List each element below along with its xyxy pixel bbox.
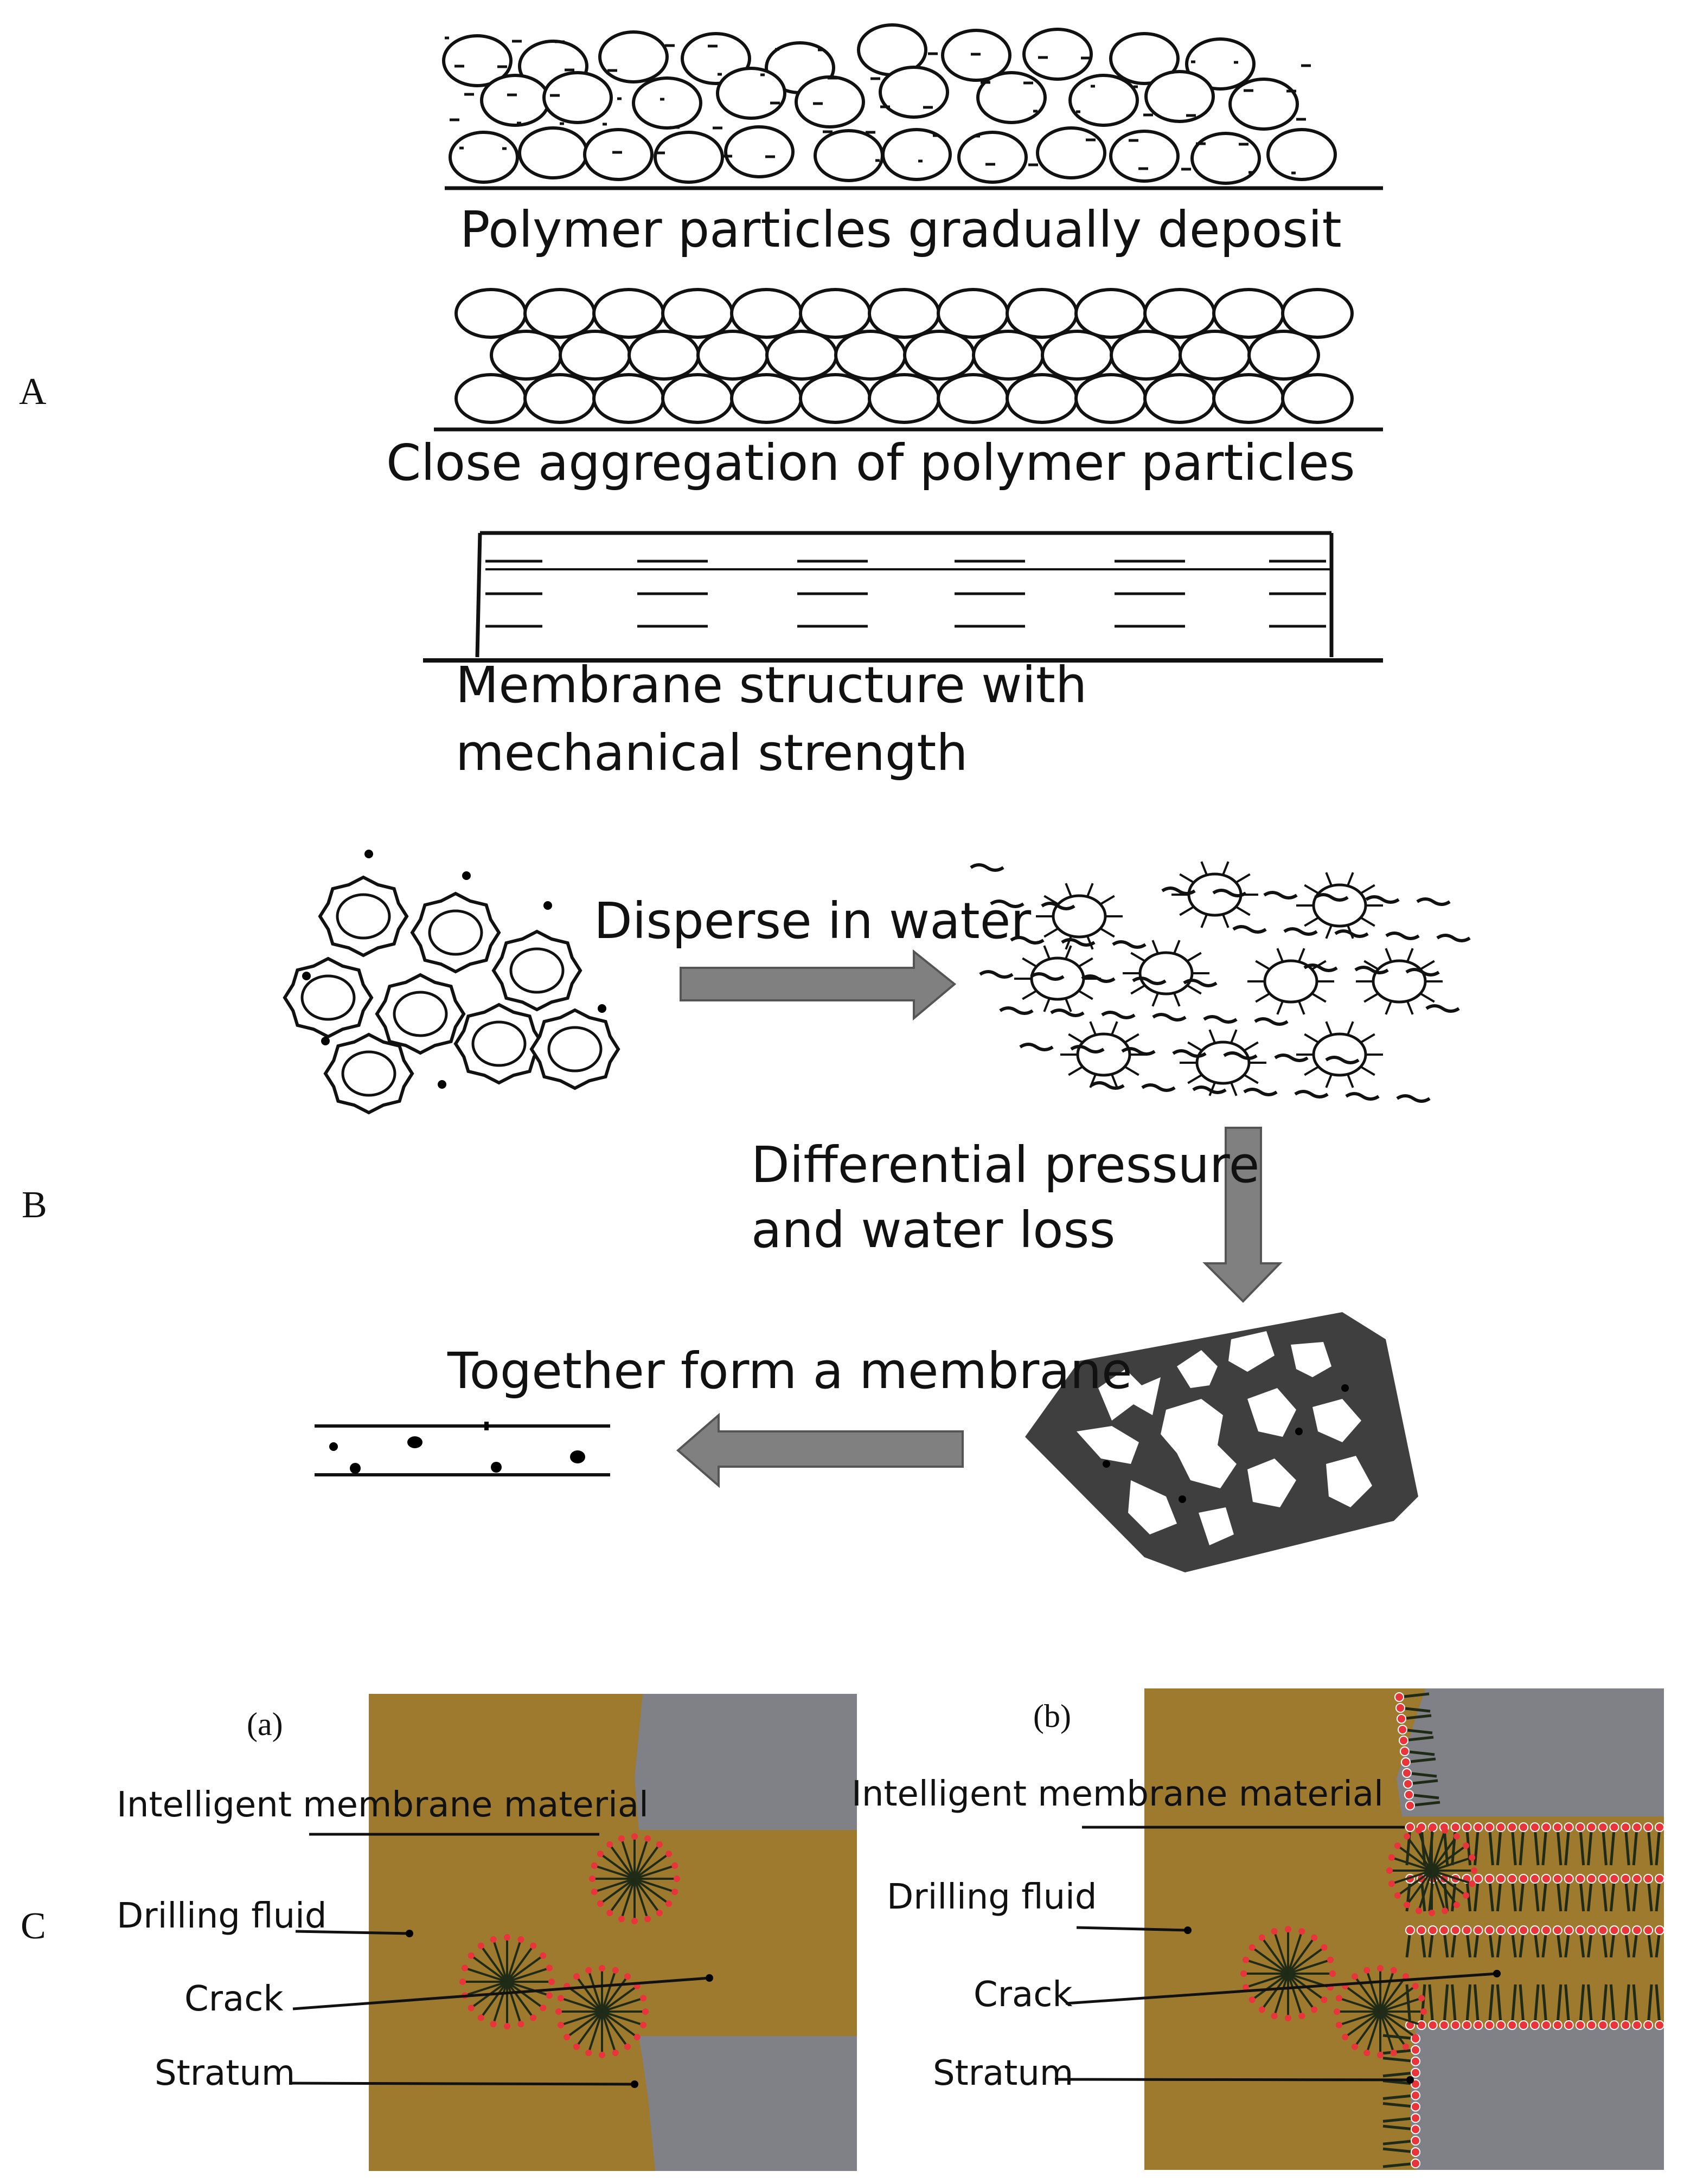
label-b-crack: Crack xyxy=(974,1975,1072,2015)
membrane-block xyxy=(475,531,1334,658)
deposit-caption: Polymer particles gradually deposit xyxy=(460,201,1342,259)
label-a-fluid: Drilling fluid xyxy=(117,1896,327,1936)
label-a-stratum: Stratum xyxy=(155,2053,295,2093)
dispersed-particles xyxy=(970,861,1471,1103)
panel-b-letter: B xyxy=(22,1184,47,1226)
panel-c-letter: C xyxy=(21,1905,46,1947)
label-b-fluid: Drilling fluid xyxy=(887,1877,1097,1917)
thin-membrane xyxy=(315,1422,610,1476)
crack-diagram-a xyxy=(290,1694,857,2171)
packed-particles xyxy=(454,288,1354,424)
together-label: Together form a membrane xyxy=(447,1342,1132,1400)
compressed-flake xyxy=(1025,1312,1418,1572)
right-arrow xyxy=(680,949,957,1021)
aggregated-particles xyxy=(283,850,620,1115)
membrane-caption-line1: Membrane structure with xyxy=(456,656,1087,714)
crack-diagram-b xyxy=(1054,1688,1664,2170)
deposit-dashes xyxy=(445,36,1311,175)
label-a-crack: Crack xyxy=(184,1979,283,2019)
disperse-label: Disperse in water xyxy=(594,892,1031,950)
pressure-label-line2: and water loss xyxy=(751,1201,1115,1259)
panel-a-letter: A xyxy=(19,371,47,413)
label-a-membrane: Intelligent membrane material xyxy=(117,1785,649,1825)
down-arrow xyxy=(1202,1127,1283,1303)
left-arrow xyxy=(676,1412,964,1488)
panel-a: A Polymer particles gradually deposit Cl… xyxy=(19,23,1383,782)
membrane-caption-line2: mechanical strength xyxy=(456,724,968,782)
label-b-stratum: Stratum xyxy=(933,2053,1073,2093)
label-b-membrane: Intelligent membrane material xyxy=(851,1774,1384,1814)
deposit-particles xyxy=(442,23,1337,185)
pressure-label-line1: Differential pressure xyxy=(751,1136,1259,1194)
panel-c: C (a) Intelligent membrane material Dril… xyxy=(21,1688,1664,2171)
subpanel-b-label: (b) xyxy=(1033,1698,1071,1734)
aggregation-caption: Close aggregation of polymer particles xyxy=(386,434,1355,492)
panel-b: B Disperse in water Differential pressur… xyxy=(22,850,1471,1572)
subpanel-a-label: (a) xyxy=(247,1706,283,1742)
